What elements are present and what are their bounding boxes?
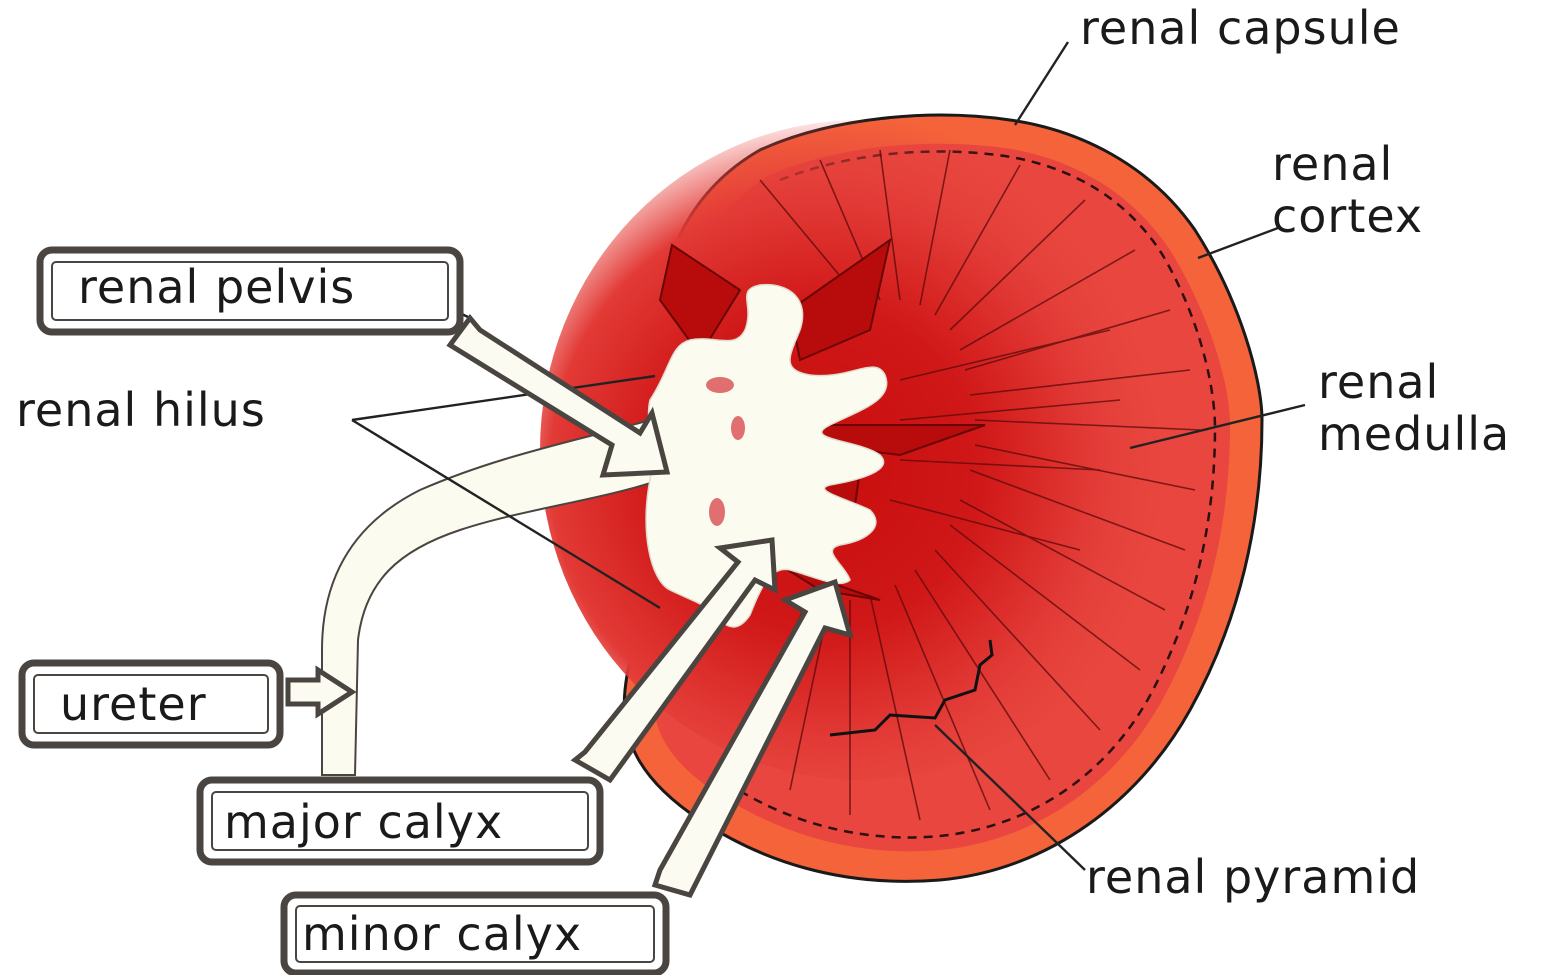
- ureter-label: ureter: [60, 677, 207, 731]
- major-calyx-label: major calyx: [224, 795, 503, 849]
- renal-cortex-label-line1: renal: [1272, 137, 1393, 191]
- leader-renal-cortex: [1198, 228, 1278, 258]
- leader-renal-capsule: [1015, 42, 1068, 125]
- major-calyx-box: major calyx: [200, 780, 600, 862]
- renal-hilus-label: renal hilus: [16, 383, 266, 437]
- renal-capsule-label: renal capsule: [1080, 1, 1401, 55]
- renal-pelvis-box: renal pelvis: [40, 250, 460, 332]
- renal-cortex-label-line2: cortex: [1272, 189, 1423, 243]
- renal-medulla-label-line1: renal: [1318, 355, 1439, 409]
- ureter-box: ureter: [22, 663, 280, 745]
- renal-pelvis-label: renal pelvis: [78, 260, 355, 314]
- renal-pyramid-label: renal pyramid: [1086, 850, 1420, 904]
- minor-calyx-label: minor calyx: [302, 907, 582, 961]
- minor-calyx-box: minor calyx: [284, 895, 666, 973]
- renal-medulla-label-line2: medulla: [1318, 407, 1510, 461]
